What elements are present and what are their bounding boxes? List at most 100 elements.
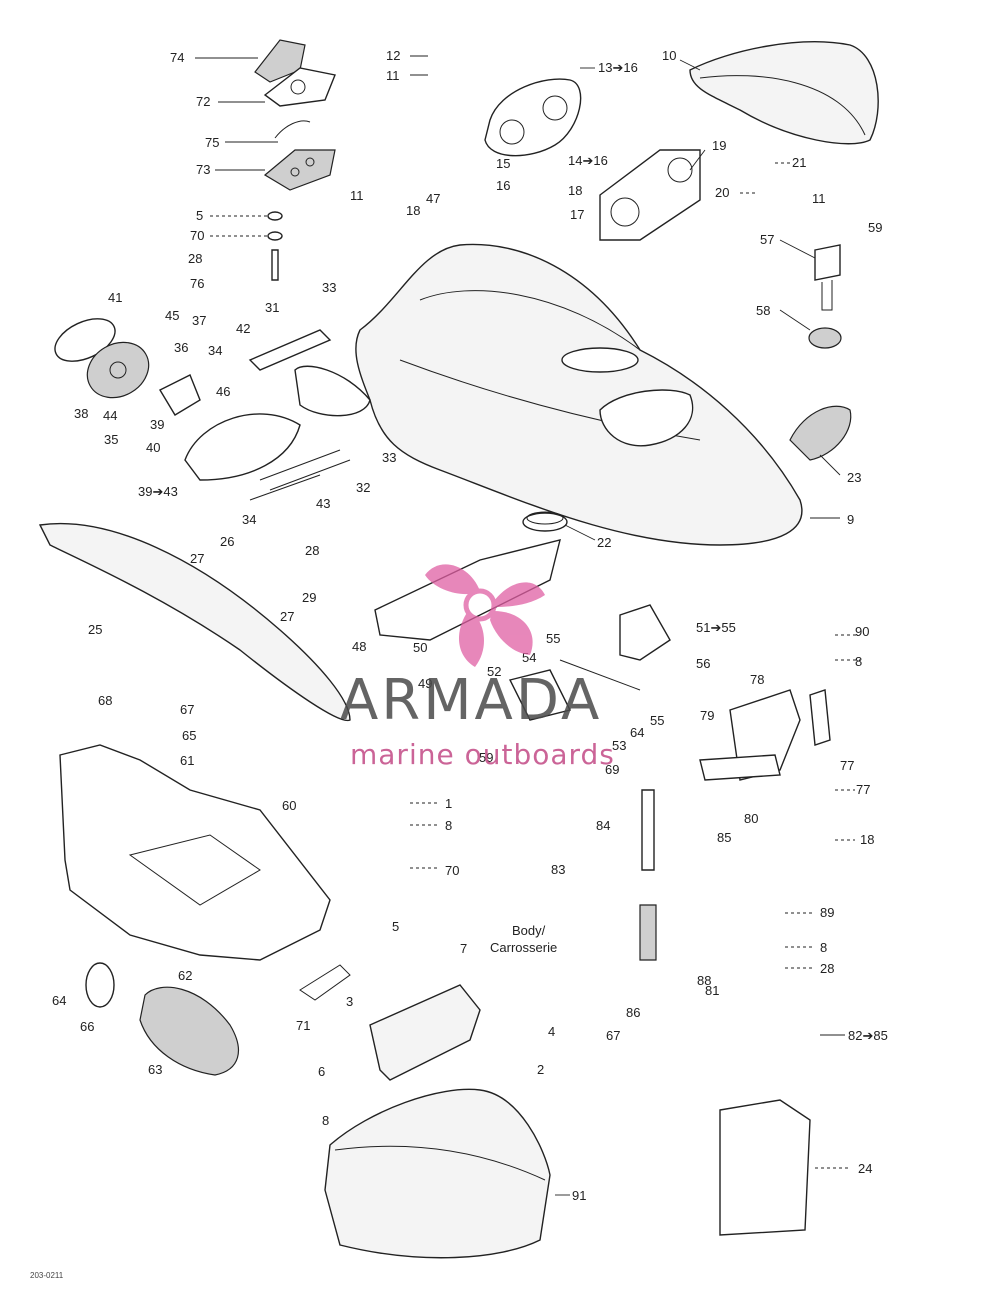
callout-label: 59 xyxy=(479,750,493,765)
callout-label: 34 xyxy=(242,512,256,527)
callout-label: 16 xyxy=(496,178,510,193)
callout-label: 50 xyxy=(413,640,427,655)
callout-label: 77 xyxy=(856,782,870,797)
bracket-77 xyxy=(699,754,781,781)
callout-label: 15 xyxy=(496,156,510,171)
callout-label: 75 xyxy=(205,135,219,150)
callout-label: 10 xyxy=(662,48,676,63)
callout-label: 26 xyxy=(220,534,234,549)
fastener-stack xyxy=(267,211,283,281)
figure-code: 203-0211 xyxy=(30,1271,64,1280)
cover-plate-part xyxy=(599,149,701,241)
callout-label: 44 xyxy=(103,408,117,423)
callout-label: 5 xyxy=(392,919,399,934)
callout-label: 62 xyxy=(178,968,192,983)
callout-label: 82➔85 xyxy=(848,1028,888,1043)
callout-label: 77 xyxy=(840,758,854,773)
callout-label: 8 xyxy=(445,818,452,833)
callout-label: 64 xyxy=(630,725,644,740)
callout-label: 27 xyxy=(280,609,294,624)
callout-label: 9 xyxy=(847,512,854,527)
vent-cover-part xyxy=(789,405,852,461)
callout-label: 56 xyxy=(696,656,710,671)
floor-plate-part xyxy=(59,744,331,961)
callout-label: 22 xyxy=(597,535,611,550)
ring-part xyxy=(522,511,568,532)
callout-label: 52 xyxy=(487,664,501,679)
body-label: Body/ xyxy=(512,923,546,938)
callout-label: 8 xyxy=(820,940,827,955)
callout-label: 85 xyxy=(717,830,731,845)
callout-label: 55 xyxy=(546,631,560,646)
callout-label: 24 xyxy=(858,1161,872,1176)
callout-label: 5 xyxy=(196,208,203,223)
callout-label: 64 xyxy=(52,993,66,1008)
callout-label: 18 xyxy=(406,203,420,218)
callout-label: 38 xyxy=(74,406,88,421)
callout-label: 54 xyxy=(522,650,536,665)
callout-label: 11 xyxy=(386,68,400,83)
callout-label: 34 xyxy=(208,343,222,358)
callout-label: 58 xyxy=(756,303,770,318)
callout-label: 28 xyxy=(820,961,834,976)
windshield-part xyxy=(689,41,879,145)
callout-label: 32 xyxy=(356,480,370,495)
callout-label: 14➔16 xyxy=(568,153,608,168)
brand-name: ARMADA xyxy=(340,668,603,733)
callout-label: 41 xyxy=(108,290,122,305)
callout-label: 55 xyxy=(650,713,664,728)
callout-label: 61 xyxy=(180,753,194,768)
callout-label: 8 xyxy=(322,1113,329,1128)
callout-label: 79 xyxy=(700,708,714,723)
storage-lid-3 xyxy=(369,984,481,1081)
callout-label: 21 xyxy=(792,155,806,170)
callout-label: 65 xyxy=(182,728,196,743)
callout-label: 42 xyxy=(236,321,250,336)
callout-label: 57 xyxy=(760,232,774,247)
callout-label: 47 xyxy=(426,191,440,206)
callout-label: 33 xyxy=(382,450,396,465)
callout-label: 70 xyxy=(190,228,204,243)
callout-label: 17 xyxy=(570,207,584,222)
left-mirror-assembly xyxy=(54,318,201,416)
brand-tagline: marine outboards xyxy=(350,738,615,771)
callout-label: 28 xyxy=(188,251,202,266)
body-label-french: Carrosserie xyxy=(490,940,557,955)
callout-label: 74 xyxy=(170,50,184,65)
callout-label: 73 xyxy=(196,162,210,177)
side-panel-91 xyxy=(719,1099,811,1236)
callout-label: 66 xyxy=(80,1019,94,1034)
switch-assembly xyxy=(808,244,842,349)
callout-label: 88 xyxy=(697,973,711,988)
callout-label: 11 xyxy=(812,191,826,206)
callout-label: 25 xyxy=(88,622,102,637)
leader-lines xyxy=(195,55,860,1196)
callout-label: 40 xyxy=(146,440,160,455)
callout-label: 80 xyxy=(744,811,758,826)
callout-label: 11 xyxy=(350,188,364,203)
callout-label: 49 xyxy=(418,676,432,691)
tray-part xyxy=(374,539,561,641)
console-body-part xyxy=(355,243,803,546)
callout-label: 48 xyxy=(352,639,366,654)
callout-label: 68 xyxy=(98,693,112,708)
side-rail-part xyxy=(38,523,351,722)
callout-label: 78 xyxy=(750,672,764,687)
callout-label: 23 xyxy=(847,470,861,485)
callout-label: 81 xyxy=(705,983,719,998)
callout-label: 67 xyxy=(180,702,194,717)
front-bracket-63-64 xyxy=(85,962,239,1076)
callout-label: 8 xyxy=(855,654,862,669)
callout-label: 1 xyxy=(445,796,452,811)
callout-label: 2 xyxy=(537,1062,544,1077)
callout-label: 36 xyxy=(174,340,188,355)
callout-label: 84 xyxy=(596,818,610,833)
callout-label: 19 xyxy=(712,138,726,153)
callout-label: 37 xyxy=(192,313,206,328)
callout-label: 46 xyxy=(216,384,230,399)
callout-label: 89 xyxy=(820,905,834,920)
callout-label: 91 xyxy=(572,1188,586,1203)
callout-label: 43 xyxy=(316,496,330,511)
callout-label: 13➔16 xyxy=(598,60,638,75)
